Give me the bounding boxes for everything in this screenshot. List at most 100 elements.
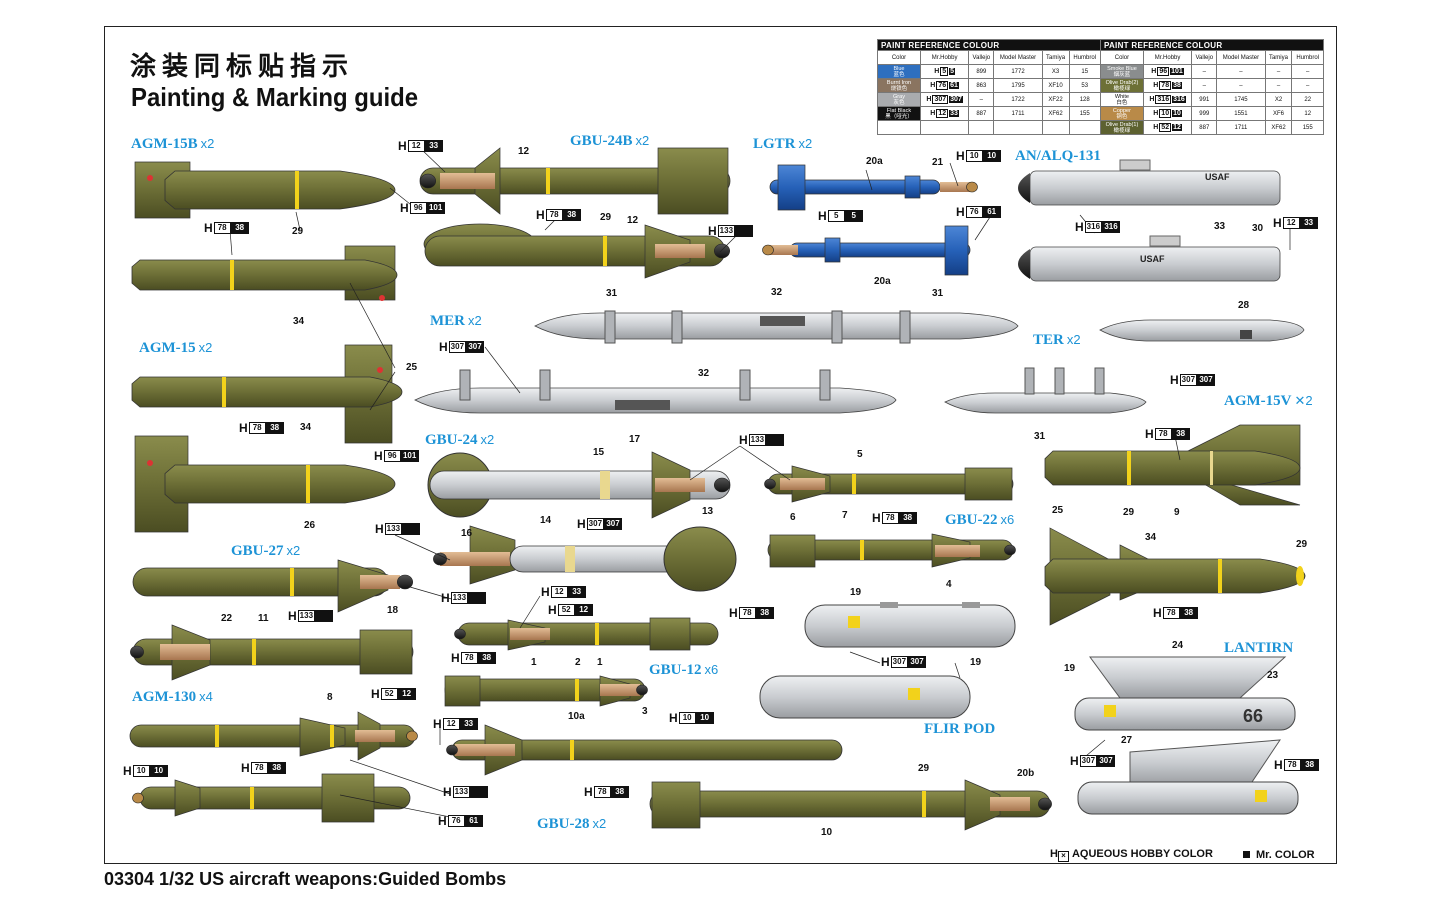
- seeker-tip: [454, 628, 466, 640]
- part-number: 19: [850, 587, 862, 598]
- leader-line: [954, 662, 961, 679]
- guidance-section: [655, 244, 705, 258]
- seeker-tip: [636, 684, 648, 696]
- yellow-band: [290, 568, 294, 596]
- paint-code-tamiya: X2: [1264, 92, 1293, 107]
- seeker-tip: [713, 477, 730, 493]
- yellow-band: [1218, 559, 1222, 593]
- fin: [769, 534, 816, 568]
- pod-radome: [1018, 173, 1030, 203]
- seeker-tip: [406, 730, 418, 742]
- warning-placard: [1255, 790, 1267, 802]
- yellow-band: [595, 623, 599, 645]
- fin: [444, 675, 481, 707]
- leader-line: [339, 794, 456, 819]
- rack-shackle: [539, 369, 551, 401]
- lantirn-pod: 66: [1074, 656, 1296, 731]
- fin: [649, 617, 691, 651]
- guidance-section: [780, 478, 825, 490]
- gbu27-weapon: [132, 559, 413, 613]
- part-number: 1: [597, 657, 603, 668]
- rack-shackle: [671, 310, 683, 344]
- agm15v-weapon: [1044, 424, 1301, 506]
- yellow-band: [306, 465, 310, 503]
- guidance-section: [455, 744, 515, 756]
- rack-shackle: [1024, 367, 1035, 395]
- yellow-band: [575, 679, 579, 701]
- mer-rack-2: [414, 369, 897, 414]
- agm130-weapon: [129, 711, 418, 761]
- leader-line: [295, 211, 301, 231]
- guidance-section: [440, 552, 510, 566]
- leader-line: [484, 346, 521, 394]
- rack-shackle: [1094, 367, 1105, 395]
- seeker-tip: [764, 478, 776, 490]
- part-number: 31: [1034, 431, 1046, 442]
- rack-placard: [615, 400, 670, 410]
- rack-shackle: [819, 369, 831, 401]
- part-number: 22: [221, 613, 233, 624]
- part-number: 29: [918, 763, 930, 774]
- marking-dot: [379, 295, 385, 301]
- leader-line: [1174, 435, 1181, 461]
- agm15-weapon: [131, 344, 403, 444]
- analq131-pod: USAF: [1018, 159, 1281, 206]
- part-number: 7: [842, 510, 848, 521]
- marking-dot: [147, 175, 153, 181]
- gbu28-weapon: [446, 724, 843, 776]
- warning-placard: [908, 688, 920, 700]
- part-number: 16: [461, 528, 473, 539]
- pod-pylon: [1129, 739, 1281, 786]
- yellow-band: [230, 260, 234, 290]
- weapon-body: [164, 170, 396, 210]
- fin: [657, 147, 729, 215]
- pod-lug: [962, 602, 980, 608]
- weapon-body: [131, 376, 403, 408]
- paint-swatch: Olive Drab(1)橄榄绿: [1099, 120, 1144, 135]
- weapon-label-agm15v: AGM-15V✕2: [1224, 393, 1313, 409]
- yellow-band: [860, 540, 864, 560]
- gbu12-weapon: [454, 617, 719, 651]
- rack-shackle: [459, 369, 471, 401]
- pod-pylon: [1119, 159, 1151, 171]
- legend-aqueous: H×AQUEOUS HOBBY COLOR: [1050, 848, 1213, 862]
- paint-code-humbrol: 155: [1068, 106, 1101, 121]
- gbu22-weapon-2: [767, 533, 1016, 568]
- part-number: 4: [946, 579, 952, 590]
- weapon-label-lantirn: LANTIRN: [1224, 640, 1294, 656]
- analq131-pod-2: USAF: [1018, 235, 1281, 282]
- guidance-section: [655, 478, 705, 492]
- part-number: 11: [258, 613, 269, 624]
- marking-dot: [147, 460, 153, 466]
- agm15b-weapon: [134, 161, 396, 219]
- part-number: 21: [932, 157, 944, 168]
- ter-rack-2: [944, 367, 1147, 414]
- rack-shackle: [899, 310, 911, 344]
- yellow-band: [222, 377, 226, 407]
- pod-radome: [1018, 249, 1030, 279]
- pod-body: [1029, 170, 1281, 206]
- gbu24-weapon: [427, 451, 731, 519]
